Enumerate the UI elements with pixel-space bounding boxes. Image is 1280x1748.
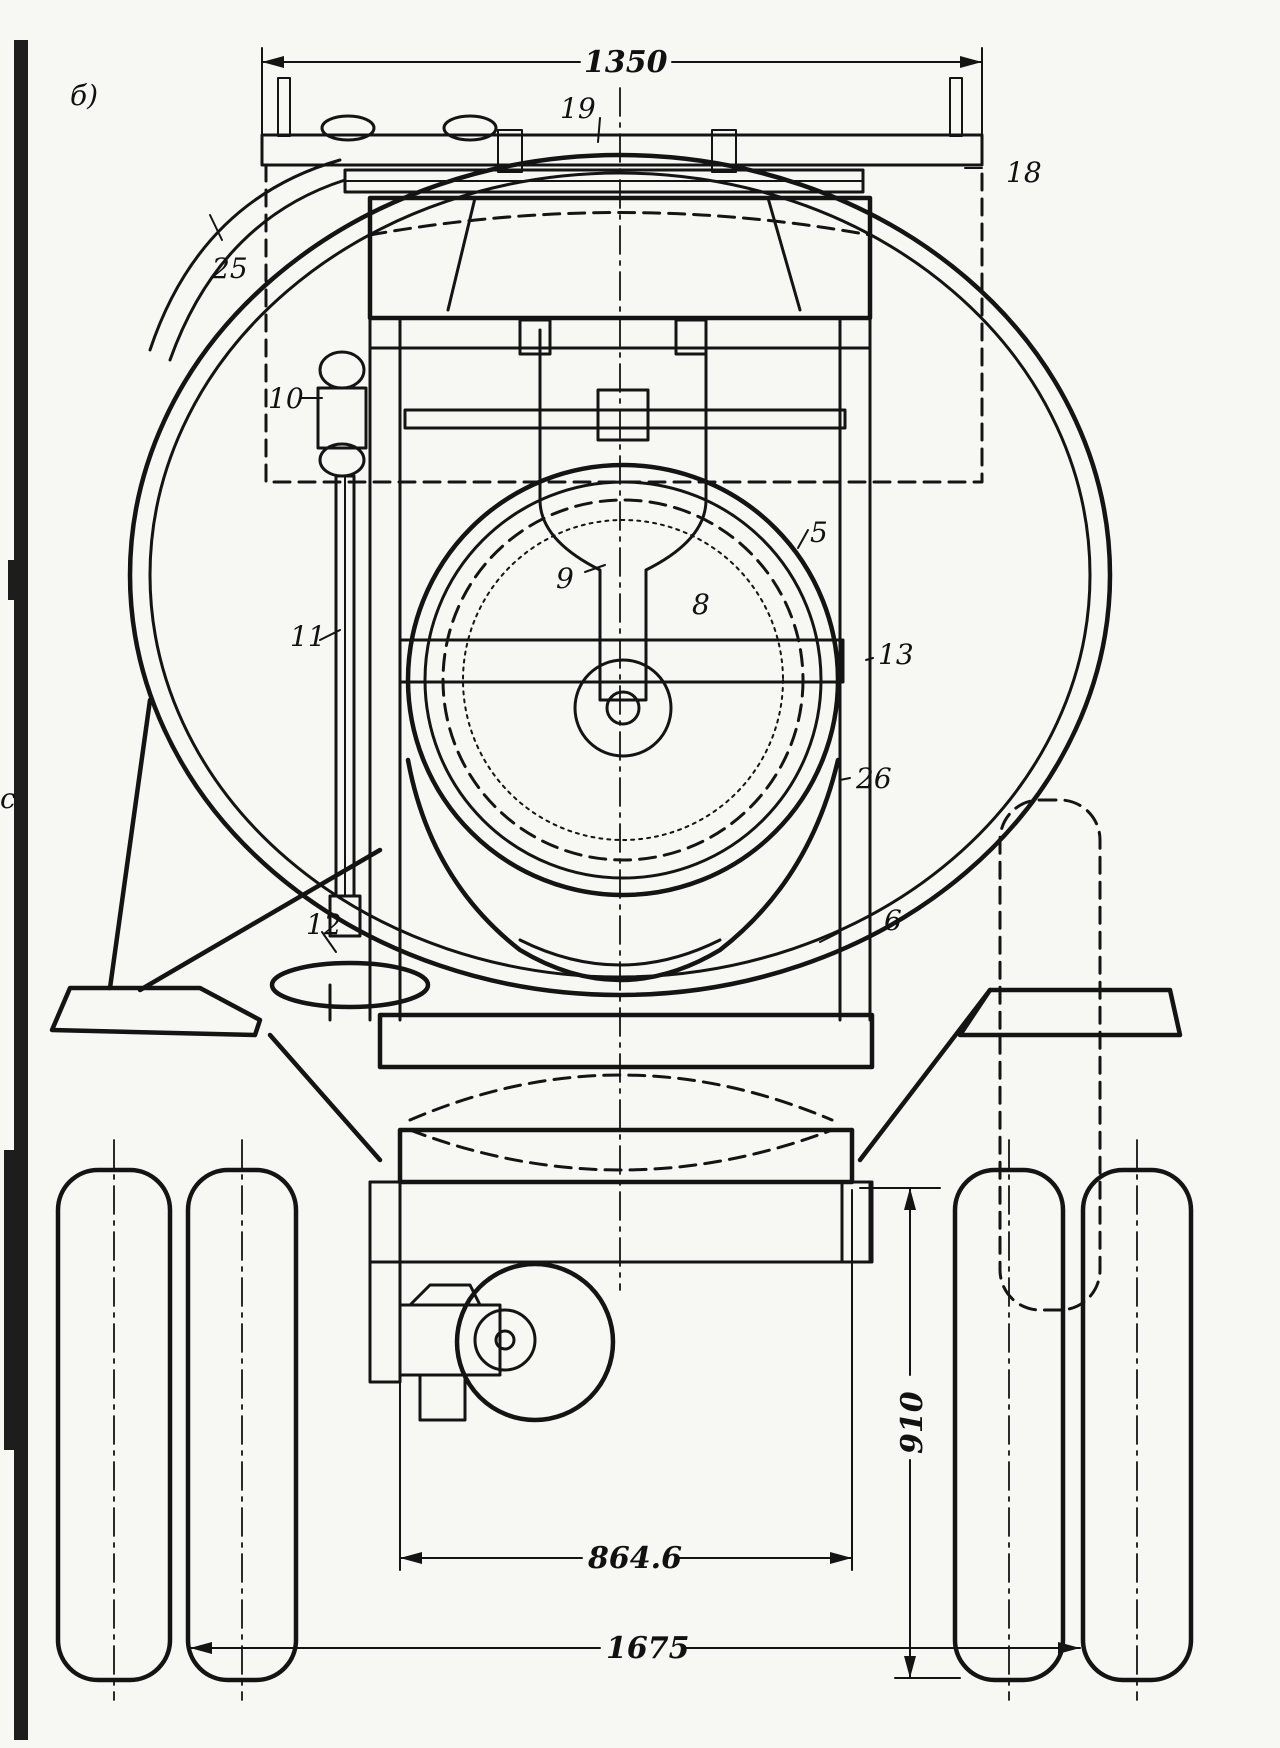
drum-ring: [127, 152, 1113, 998]
dimension-label-1675: 1675: [606, 1631, 690, 1666]
callout-9: 9: [556, 562, 574, 595]
callout-19: 19: [560, 92, 596, 125]
dimension-1675: [189, 1642, 1081, 1654]
dimension-1350: [261, 47, 983, 141]
wheel-right-inner: [952, 1139, 1066, 1701]
callout-26: 26: [855, 762, 892, 795]
callout-12: 12: [306, 908, 342, 941]
callout-25: 25: [211, 252, 248, 285]
callout-18: 18: [1006, 156, 1042, 189]
wheel-right-raised-dashed: [998, 798, 1102, 1312]
steering-column: [148, 158, 431, 1022]
panel-label: б): [70, 79, 98, 112]
dimension-label-1350: 1350: [584, 45, 668, 80]
callout-10: 10: [268, 382, 304, 415]
callout-11: 11: [290, 620, 326, 653]
callout-6: 6: [884, 904, 902, 937]
dimension-label-864-6: 864.6: [587, 1541, 682, 1576]
chassis: [49, 697, 1183, 1384]
dimension-864-6: [399, 1189, 853, 1571]
callout-8: 8: [692, 588, 710, 621]
wheel-left-inner: [185, 1139, 299, 1701]
dimension-910: [859, 1187, 961, 1679]
callout-5: 5: [810, 516, 828, 549]
scan-edge: [4, 40, 28, 1740]
pulley: [398, 1261, 616, 1423]
wheel-left-outer: [55, 1139, 173, 1701]
drum: [398, 318, 845, 983]
margin-mark: с: [0, 782, 16, 815]
callout-13: 13: [878, 638, 914, 671]
dimension-label-910: 910: [895, 1391, 930, 1454]
leader-lines: [209, 117, 983, 953]
wheel-right-outer: [1080, 1139, 1194, 1701]
